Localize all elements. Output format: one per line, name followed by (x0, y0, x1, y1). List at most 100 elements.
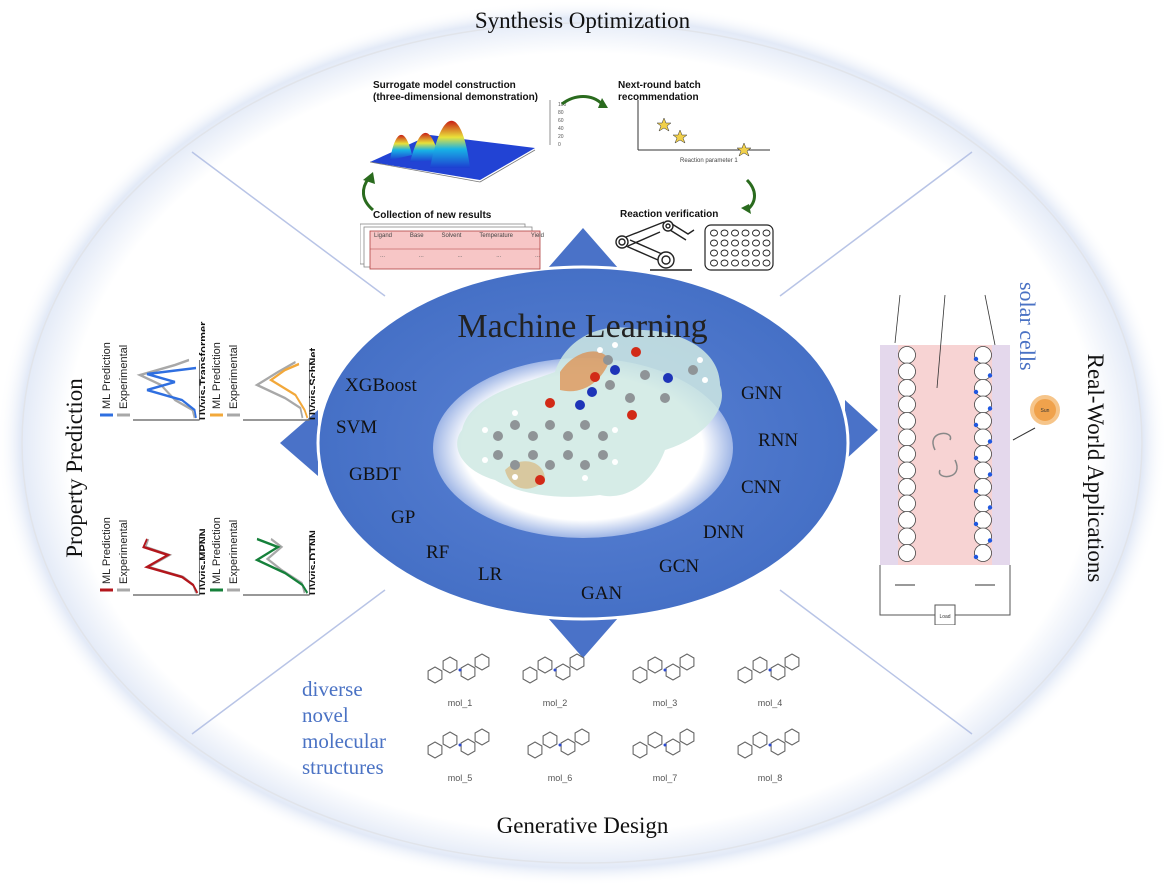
svg-text:0: 0 (558, 142, 561, 148)
dye-molecule (987, 538, 993, 543)
table-cell: ... (380, 253, 386, 259)
well (762, 249, 771, 257)
dye-molecule (973, 422, 979, 428)
ring (569, 653, 585, 671)
well-plate (704, 224, 774, 271)
sunlight-arrow (1012, 427, 1036, 441)
divider-bottom-left (191, 589, 386, 735)
arrow-left-icon (280, 410, 318, 476)
tio2-particle (974, 428, 992, 447)
pt-particle (898, 428, 916, 447)
results-table (369, 230, 541, 270)
well (741, 259, 750, 267)
sun-label: Sun (1041, 408, 1050, 414)
well (741, 229, 750, 237)
dye-molecule (973, 554, 979, 560)
results-table-stack (360, 223, 541, 270)
well (720, 229, 729, 237)
ring (632, 666, 648, 684)
table-header-temperature: Temperature (479, 233, 513, 239)
experimental-curve (254, 360, 304, 419)
table-cell: ... (418, 253, 424, 259)
generative-word: structures (302, 755, 384, 779)
molecule-structure (632, 728, 695, 759)
pt-particle (898, 461, 916, 480)
table-header-base: Base (409, 233, 424, 239)
well (720, 239, 729, 247)
molecule-structure (427, 653, 490, 684)
well (762, 239, 771, 247)
uvvis-chart: ML Prediction Experimental UVvis-Transfo… (100, 321, 210, 421)
prediction-curve (146, 366, 197, 419)
star-icon (672, 129, 688, 144)
tio2-particle (974, 494, 992, 513)
dye-molecule (987, 439, 993, 444)
ring (574, 728, 590, 746)
section-title-synthesis: Synthesis Optimization (474, 8, 691, 33)
ml-title: Machine Learning (457, 308, 708, 345)
experimental-curve (265, 537, 306, 594)
table-header-solvent: Solvent (441, 233, 462, 239)
divider-bottom-right (779, 589, 973, 735)
svg-text:60: 60 (558, 118, 564, 124)
divider-top-right (779, 151, 973, 297)
load-label: Load (939, 614, 950, 620)
algo-rnn: RNN (758, 430, 799, 451)
surface-peak-1 (390, 134, 412, 160)
algo-dnn: DNN (703, 522, 745, 543)
ring (474, 653, 490, 671)
well (710, 249, 718, 257)
ring (555, 663, 571, 681)
pt-particle (898, 362, 916, 381)
molecule-label: mol_4 (757, 698, 783, 708)
uvvis-panel: ML Prediction Experimental UVvis-DTNN (205, 430, 320, 600)
uvvis-chart: ML Prediction Experimental UVvis-MPNN (100, 517, 210, 596)
ring (679, 728, 695, 746)
pt-particle (898, 395, 916, 414)
tio2-particle (974, 395, 992, 414)
ring (665, 663, 681, 681)
table-header-ligand: Ligand (374, 233, 393, 239)
legend-pred-label: ML Prediction (101, 342, 113, 409)
arrow-up-icon (548, 228, 618, 268)
dye-molecule (973, 488, 979, 494)
tio2-particle (974, 379, 992, 397)
pt-particle (898, 527, 916, 546)
ring (632, 741, 648, 759)
well (762, 259, 771, 267)
generative-word: novel (302, 703, 349, 727)
well (762, 229, 771, 237)
load-box (934, 604, 956, 625)
molecule-label: mol_2 (542, 698, 568, 708)
pt-particle (898, 412, 916, 430)
green-arrow-down-icon (741, 178, 756, 214)
molecule-label: mol_5 (447, 773, 473, 783)
algo-xgboost: XGBoost (345, 375, 417, 396)
dye-molecule (973, 356, 979, 362)
algo-svm: SVM (336, 417, 378, 438)
tio2-particle (974, 461, 992, 480)
well (720, 249, 729, 257)
dye-molecule (973, 521, 979, 527)
section-title-generative: Generative Design (496, 813, 669, 838)
generative-description: diverse novel molecular structures (302, 676, 386, 780)
pt-particle (898, 445, 916, 463)
ring (442, 656, 458, 674)
algo-gnn: GNN (741, 383, 783, 404)
section-title-applications: Real-World Applications (1083, 353, 1108, 583)
tio2-particle (974, 346, 992, 364)
batch-title-2: recommendation (618, 92, 699, 103)
well (710, 229, 718, 237)
molecule-illustration (457, 327, 722, 497)
algo-cnn: CNN (741, 477, 782, 498)
results-table-header: Ligand Base Solvent Temperature Yield (374, 233, 544, 239)
algo-lr: LR (478, 564, 503, 585)
star-icon (736, 142, 752, 157)
well (731, 259, 739, 267)
pt-particle (898, 494, 916, 513)
ring (737, 666, 753, 684)
model-label: UVvis-Transformer (198, 321, 205, 420)
well (752, 249, 760, 257)
table-cell: ... (457, 253, 463, 259)
results-table-row: ... ... ... ... ... (380, 253, 540, 259)
